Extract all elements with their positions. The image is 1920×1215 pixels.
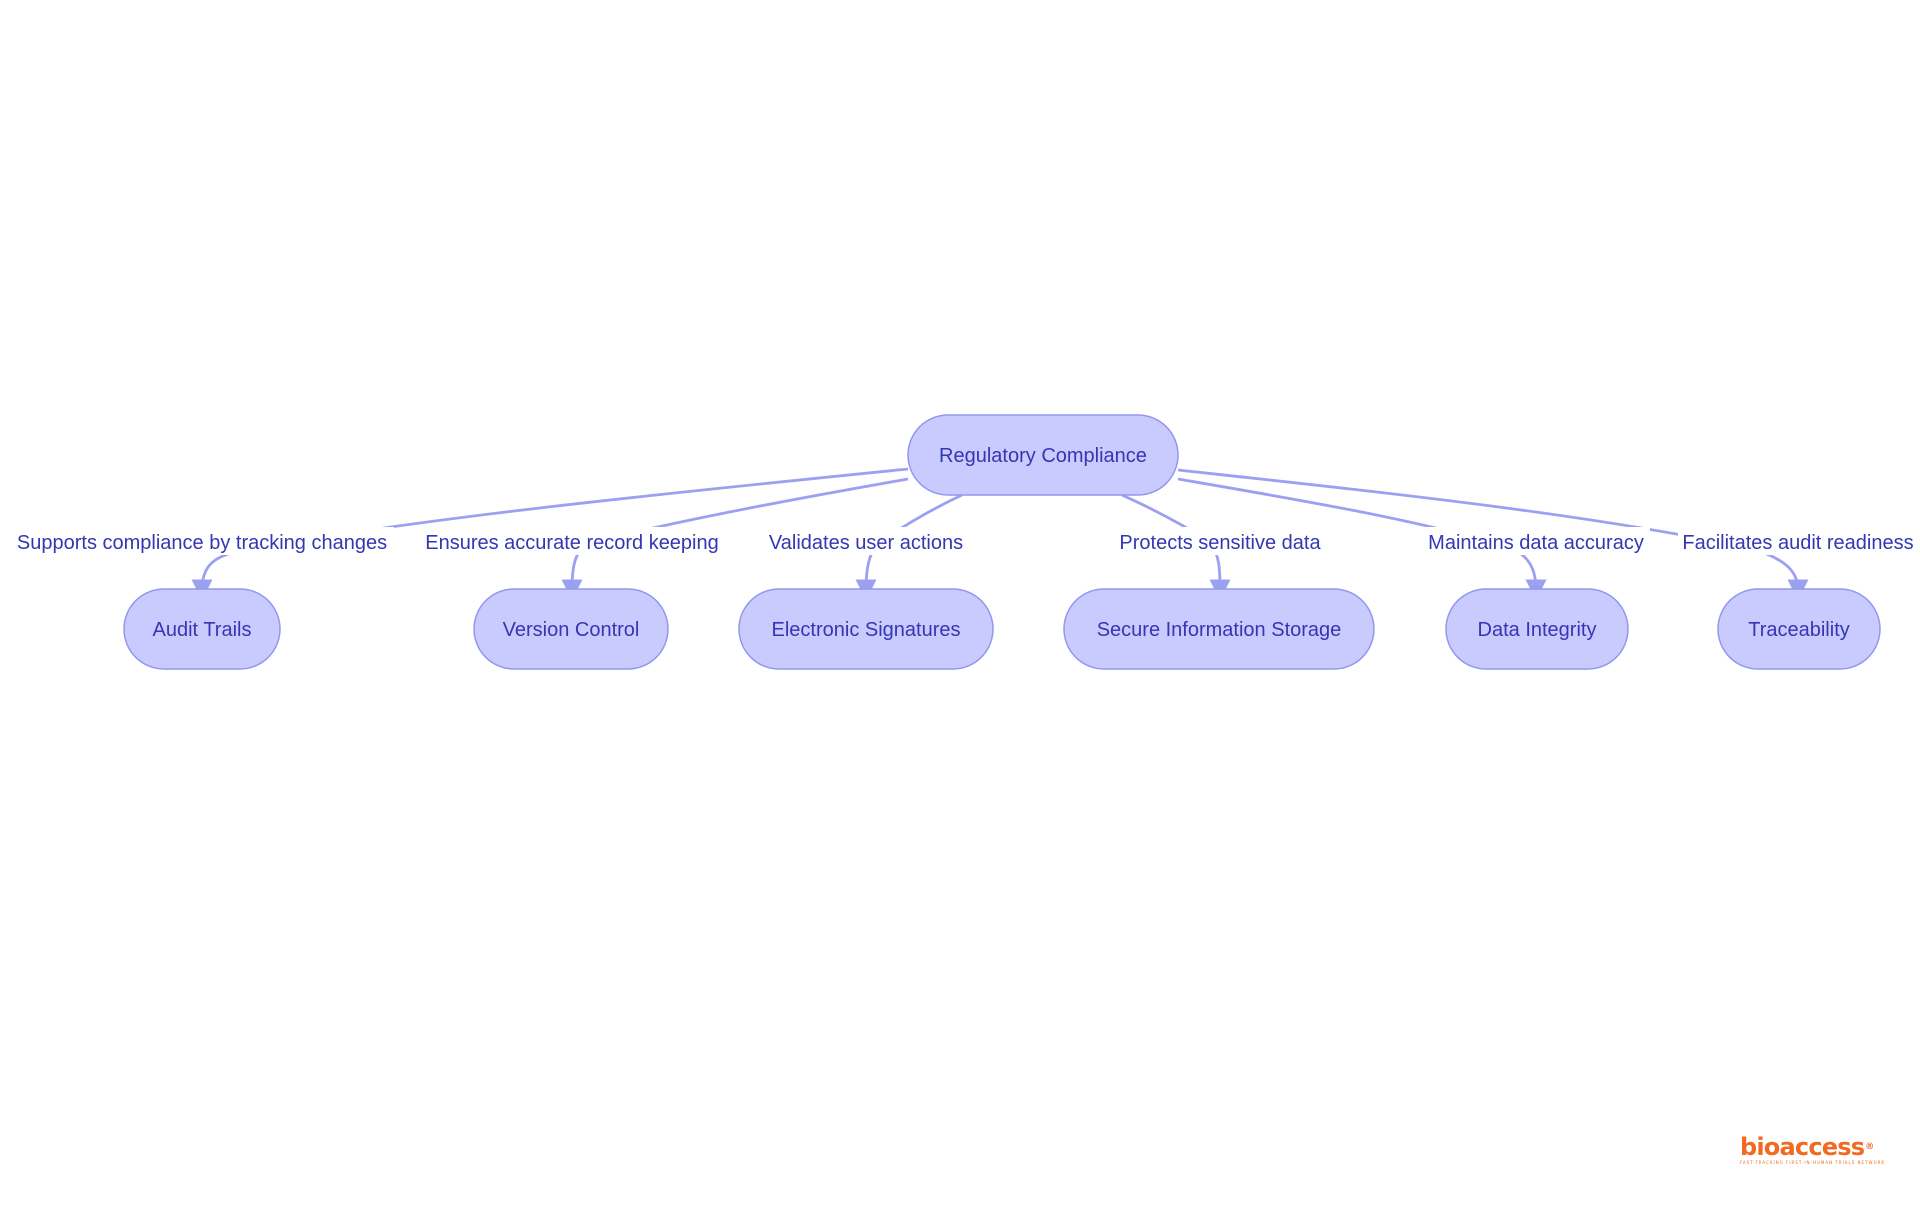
- edge-root-to-version-control: [561, 477, 909, 601]
- edge-label-audit-trails: Supports compliance by tracking changes: [10, 527, 394, 555]
- logo-wordmark: bioaccess®: [1740, 1134, 1880, 1160]
- node-audit-trails[interactable]: Audit Trails: [123, 588, 281, 670]
- svg-text:Version Control: Version Control: [503, 619, 640, 641]
- nodes: Regulatory Compliance Audit Trails Versi…: [123, 414, 1881, 670]
- edge-label-electronic-signatures: Validates user actions: [765, 527, 967, 555]
- svg-text:Electronic Signatures: Electronic Signatures: [772, 619, 961, 641]
- node-secure-information-storage[interactable]: Secure Information Storage: [1063, 588, 1375, 670]
- edge-labels: Supports compliance by tracking changes …: [10, 527, 1918, 555]
- edge-label-secure-information-storage: Protects sensitive data: [1112, 527, 1328, 555]
- svg-text:Audit Trails: Audit Trails: [153, 619, 252, 641]
- svg-text:Secure Information Storage: Secure Information Storage: [1097, 619, 1342, 641]
- logo-wordmark-text: bioaccess: [1740, 1133, 1865, 1161]
- edge-root-to-traceability: [1177, 468, 1809, 601]
- svg-text:Protects sensitive data: Protects sensitive data: [1119, 532, 1321, 554]
- edge-root-to-audit-trails: [191, 467, 909, 601]
- node-traceability[interactable]: Traceability: [1717, 588, 1881, 670]
- edge-label-traceability: Facilitates audit readiness: [1678, 527, 1918, 555]
- edge-label-version-control: Ensures accurate record keeping: [420, 527, 724, 555]
- node-data-integrity[interactable]: Data Integrity: [1445, 588, 1629, 670]
- logo-tagline: FAST-TRACKING FIRST-IN-HUMAN TRIALS NETW…: [1740, 1160, 1886, 1165]
- svg-text:Facilitates audit readiness: Facilitates audit readiness: [1682, 532, 1913, 554]
- svg-text:Regulatory Compliance: Regulatory Compliance: [939, 445, 1147, 467]
- svg-text:Ensures accurate record keepin: Ensures accurate record keeping: [425, 532, 719, 554]
- logo-registered-mark: ®: [1865, 1142, 1874, 1152]
- svg-text:Maintains data accuracy: Maintains data accuracy: [1428, 532, 1644, 554]
- node-version-control[interactable]: Version Control: [473, 588, 669, 670]
- svg-text:Supports compliance by trackin: Supports compliance by tracking changes: [17, 532, 387, 554]
- node-regulatory-compliance[interactable]: Regulatory Compliance: [907, 414, 1179, 496]
- node-electronic-signatures[interactable]: Electronic Signatures: [738, 588, 994, 670]
- svg-text:Traceability: Traceability: [1748, 619, 1850, 641]
- edge-label-data-integrity: Maintains data accuracy: [1422, 527, 1650, 555]
- svg-text:Validates user actions: Validates user actions: [769, 532, 963, 554]
- bioaccess-logo: bioaccess® FAST-TRACKING FIRST-IN-HUMAN …: [1740, 1134, 1886, 1165]
- svg-text:Data Integrity: Data Integrity: [1478, 619, 1597, 641]
